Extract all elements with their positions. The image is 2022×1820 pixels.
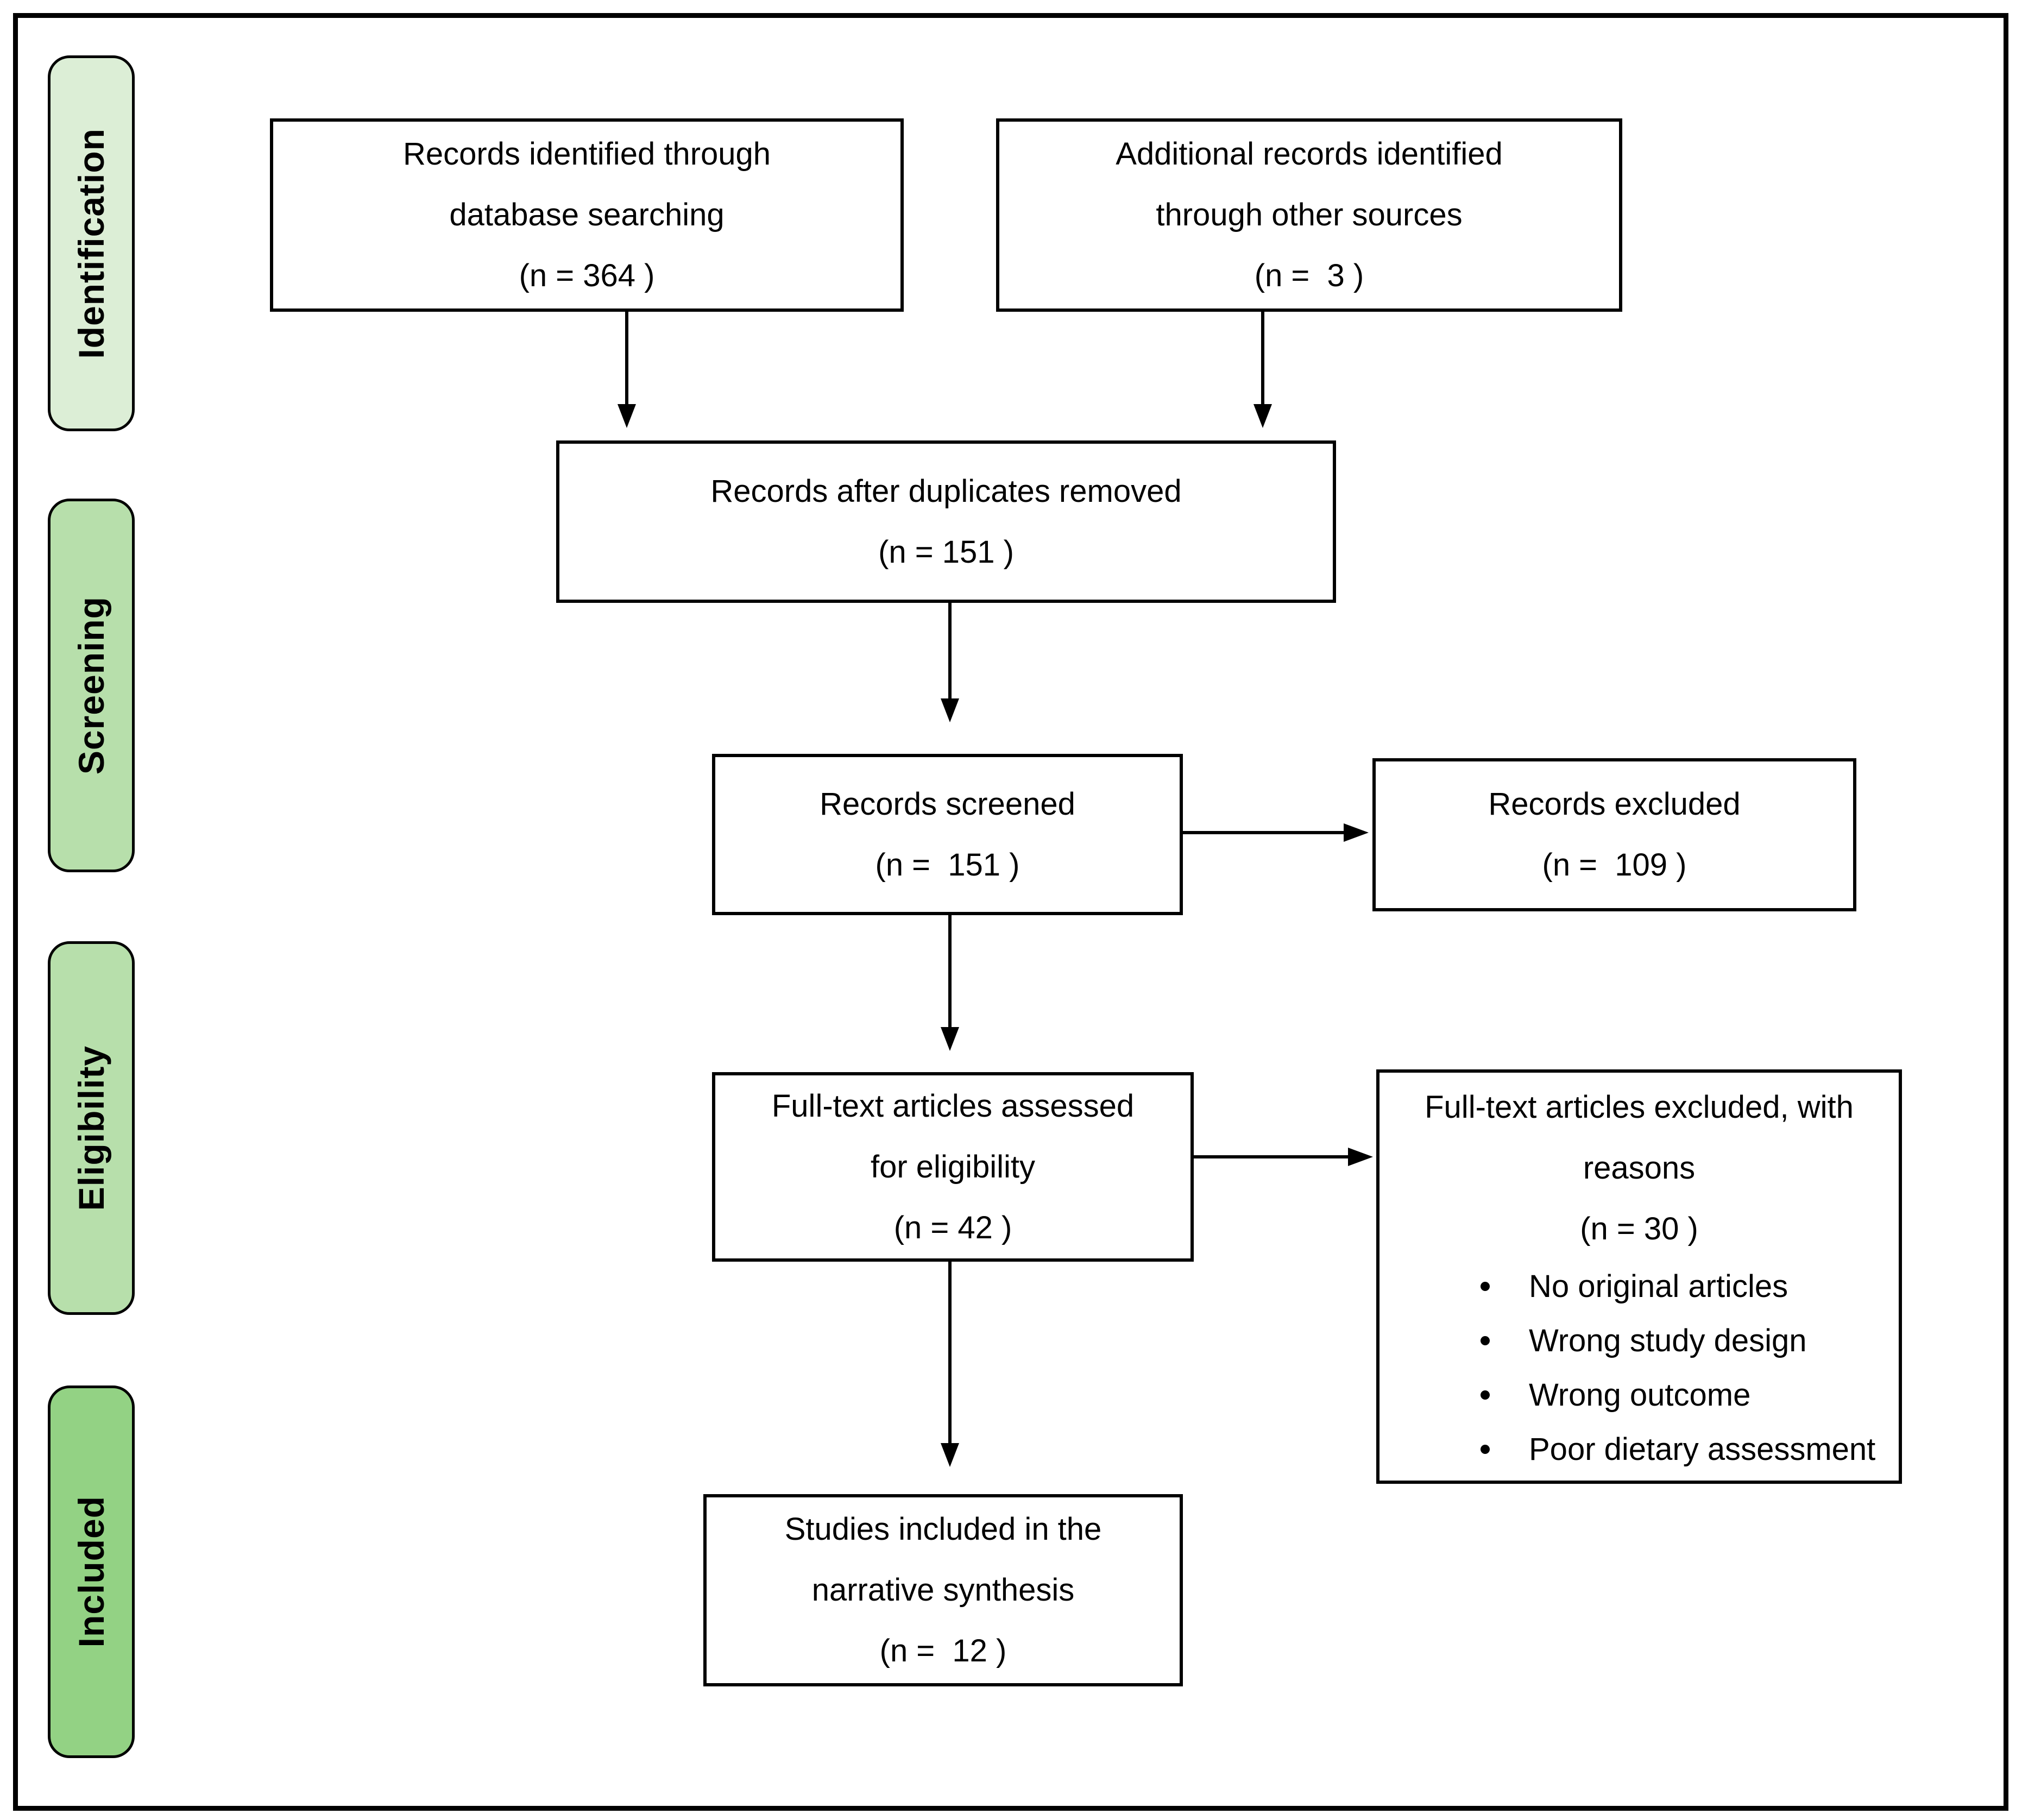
stage-eligibility: Eligibility [48,941,135,1315]
bullet-icon [1481,1445,1490,1454]
box-records-identified: Records identified through database sear… [270,118,904,312]
stage-screening: Screening [48,499,135,872]
box-line: reasons [1583,1150,1696,1186]
box-line: (n = 364 ) [519,258,655,293]
box-records-screened: Records screened (n = 151 ) [712,754,1183,915]
box-line: for eligibility [871,1149,1035,1185]
box-additional-records: Additional records identified through ot… [996,118,1622,312]
stage-label: Eligibility [71,1045,111,1211]
bullet-icon [1481,1336,1490,1345]
arrow-shaft [1194,1155,1350,1158]
box-line: through other sources [1156,197,1463,232]
box-line: (n = 151 ) [878,534,1014,570]
box-line: (n = 151 ) [875,847,1020,883]
reason-text: No original articles [1529,1268,1788,1304]
excluded-reason-item: Poor dietary assessment [1481,1422,1899,1477]
box-line: database searching [449,197,725,232]
excluded-reason-item: Wrong outcome [1481,1368,1899,1422]
stage-label: Identification [71,128,111,359]
arrow-shaft [1261,312,1264,407]
box-line: Records screened [820,786,1075,822]
arrow-shaft [948,915,952,1029]
box-line: narrative synthesis [811,1572,1075,1608]
reason-text: Wrong outcome [1529,1377,1751,1413]
excluded-reason-item: No original articles [1481,1259,1899,1314]
stage-label: Included [71,1496,111,1648]
reason-text: Poor dietary assessment [1529,1431,1876,1467]
excluded-reason-item: Wrong study design [1481,1314,1899,1368]
box-line: Additional records identified [1116,136,1503,172]
arrow-shaft [948,1262,952,1445]
arrow-shaft [625,312,628,407]
arrow-head-down-icon [941,1443,959,1467]
stage-included: Included [48,1386,135,1758]
arrow-head-down-icon [941,1027,959,1051]
arrow-shaft [948,603,952,701]
box-line: Records identified through [402,136,771,172]
box-line: (n = 42 ) [893,1210,1012,1245]
arrow-head-right-icon [1348,1148,1373,1166]
box-line: (n = 3 ) [1254,258,1364,293]
box-line: Records after duplicates removed [710,473,1182,509]
box-records-excluded: Records excluded (n = 109 ) [1372,758,1856,911]
box-line: Records excluded [1488,786,1741,822]
box-studies-included: Studies included in the narrative synthe… [703,1494,1183,1686]
excluded-reasons-list: No original articles Wrong study design … [1380,1259,1899,1477]
arrow-head-down-icon [941,698,959,722]
arrow-shaft [1183,831,1346,834]
bullet-icon [1481,1282,1490,1291]
stage-identification: Identification [48,55,135,431]
arrow-head-right-icon [1344,823,1369,842]
box-line: (n = 109 ) [1542,847,1687,883]
box-fulltext-assessed: Full-text articles assessed for eligibil… [712,1072,1194,1262]
box-line: (n = 30 ) [1580,1211,1698,1246]
box-line: Studies included in the [784,1512,1102,1547]
box-fulltext-excluded: Full-text articles excluded, with reason… [1376,1069,1902,1484]
box-line: Full-text articles assessed [771,1088,1135,1124]
box-records-after-duplicates: Records after duplicates removed (n = 15… [556,440,1336,603]
reason-text: Wrong study design [1529,1323,1807,1358]
box-line: Full-text articles excluded, with [1425,1089,1854,1125]
stage-label: Screening [71,596,111,775]
arrow-head-down-icon [618,404,636,428]
arrow-head-down-icon [1253,404,1272,428]
bullet-icon [1481,1390,1490,1400]
box-line: (n = 12 ) [879,1633,1007,1668]
